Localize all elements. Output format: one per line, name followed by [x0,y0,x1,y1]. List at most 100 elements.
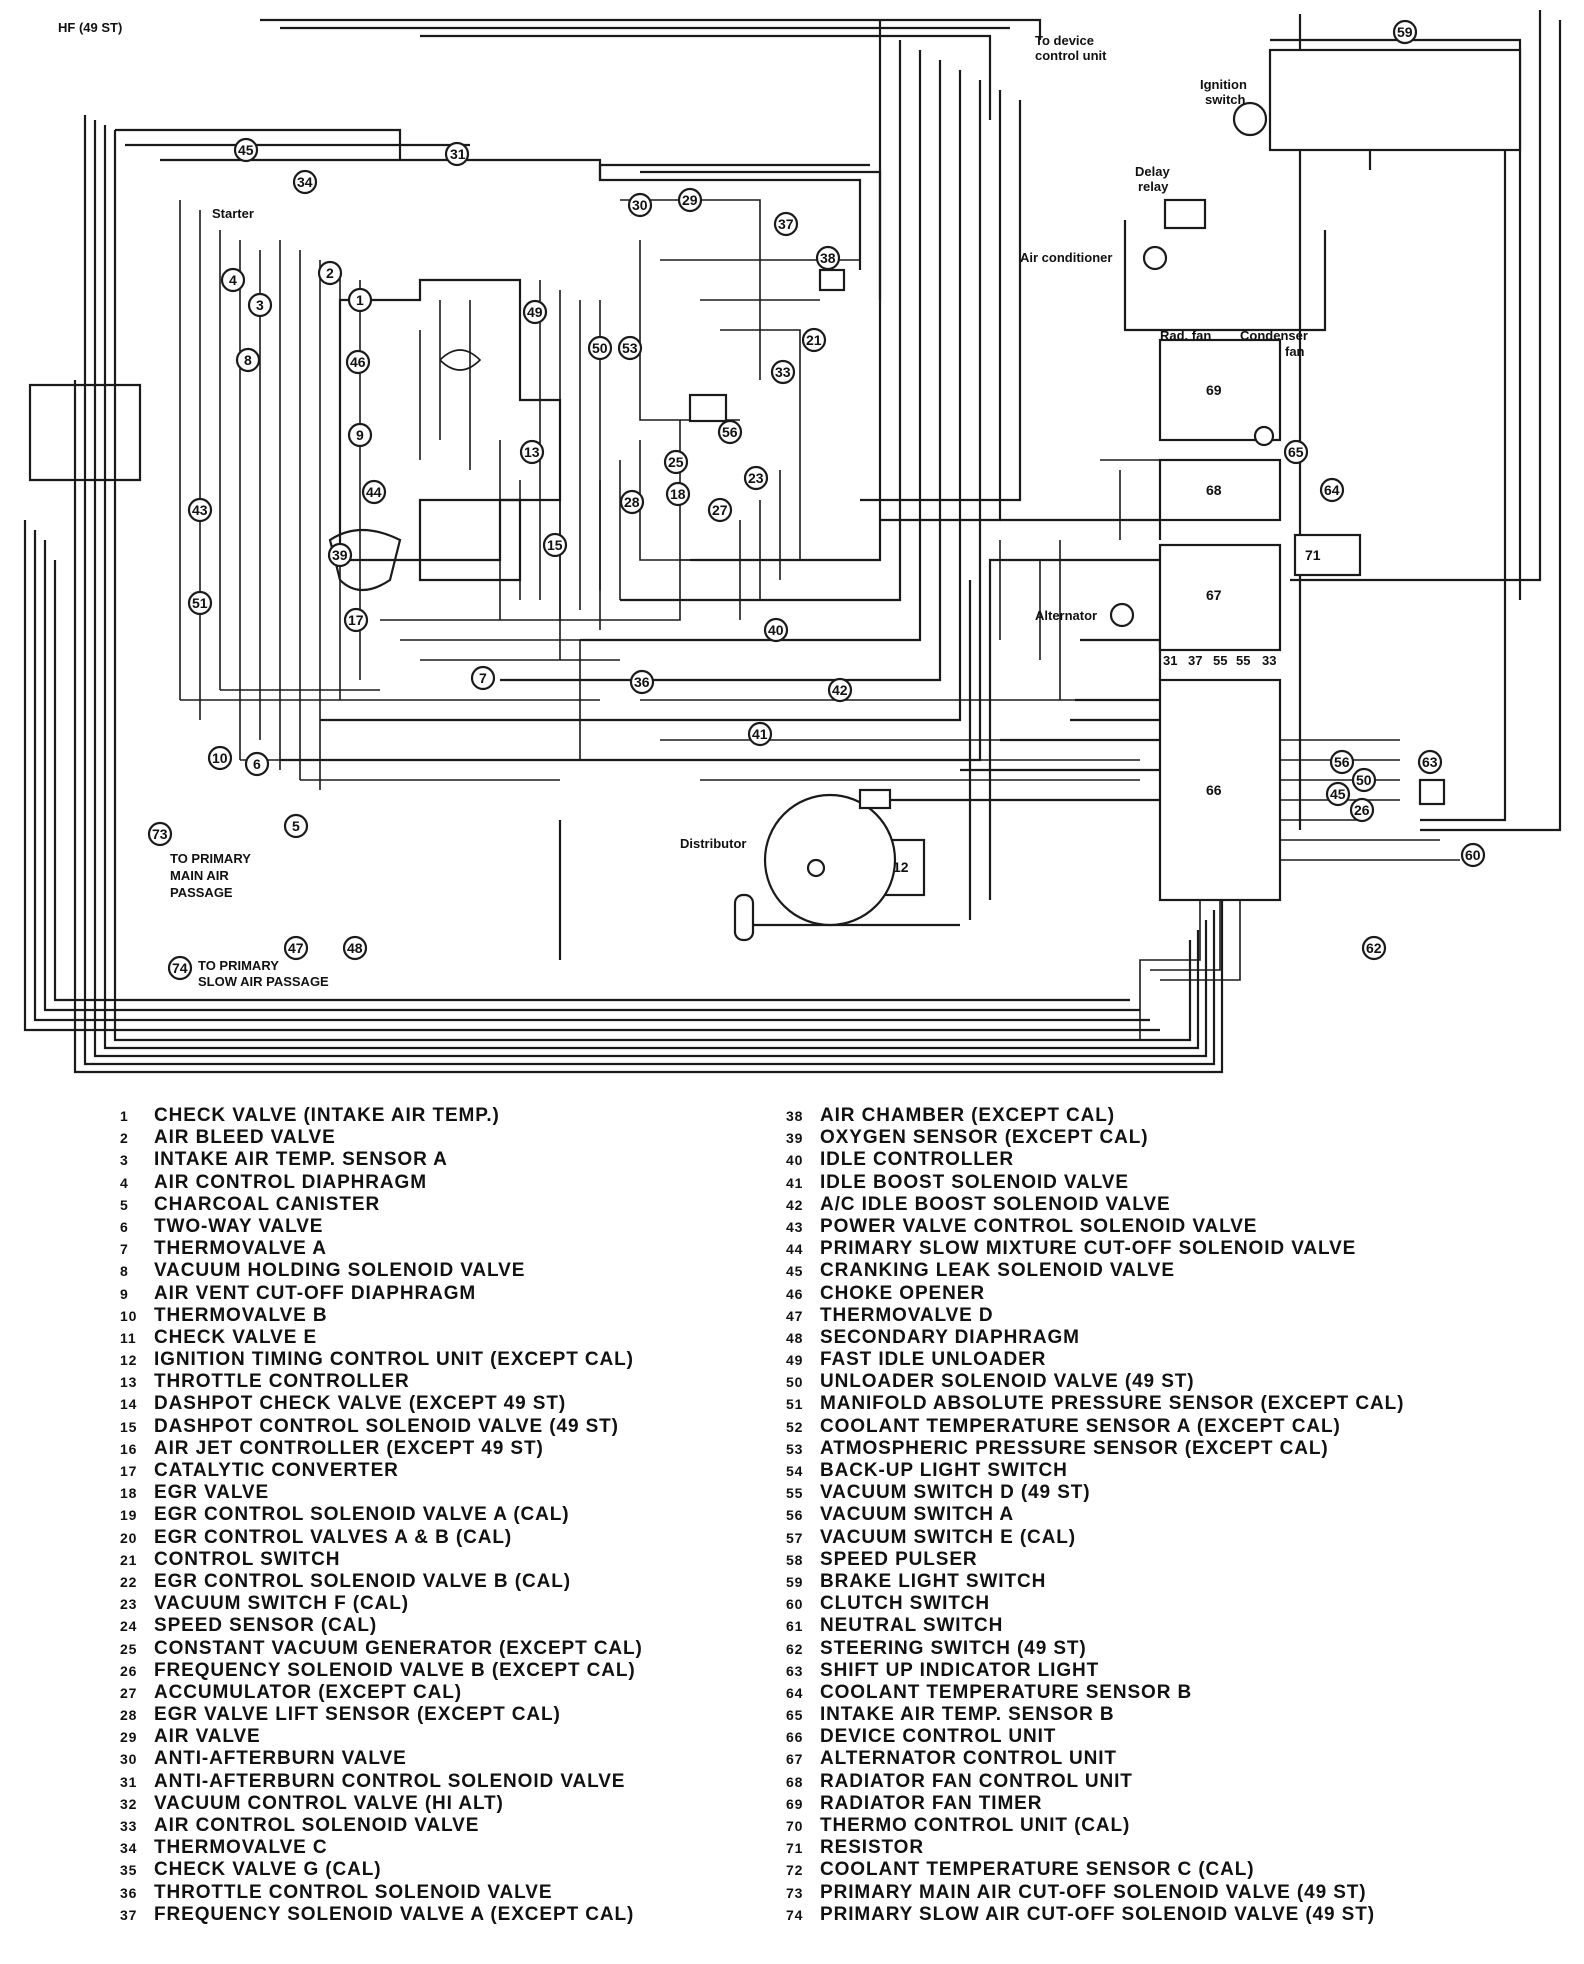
svg-text:44: 44 [366,484,382,500]
label-rad-fan: Rad. fan [1160,328,1211,343]
svg-text:66: 66 [1206,782,1222,798]
svg-text:41: 41 [752,726,768,742]
legend-number: 56 [786,1507,804,1524]
svg-text:64: 64 [1324,482,1340,498]
legend-number: 35 [120,1862,138,1879]
label-main-air-3: PASSAGE [170,885,233,900]
svg-text:31: 31 [450,146,466,162]
legend-text: CHOKE OPENER [820,1282,985,1304]
control-units: 69 68 67 66 71 12 [733,48,1522,942]
svg-text:43: 43 [192,502,208,518]
legend-text: IGNITION TIMING CONTROL UNIT (EXCEPT CAL… [154,1349,634,1371]
legend-text: CONTROL SWITCH [154,1548,341,1570]
legend-text: RADIATOR FAN TIMER [820,1792,1043,1814]
svg-text:56: 56 [1334,754,1350,770]
svg-text:45: 45 [238,142,254,158]
legend-number: 6 [120,1218,129,1235]
legend-text: ACCUMULATOR (EXCEPT CAL) [154,1681,462,1703]
legend-text: EGR VALVE LIFT SENSOR (EXCEPT CAL) [154,1704,561,1726]
legend-number: 9 [120,1285,129,1302]
legend-text: COOLANT TEMPERATURE SENSOR A (EXCEPT CAL… [820,1415,1341,1437]
legend-number: 53 [786,1440,804,1457]
legend-text: EGR VALVE [154,1482,270,1504]
label-slow-air-2: SLOW AIR PASSAGE [198,974,329,989]
legend-text: SECONDARY DIAPHRAGM [820,1326,1080,1348]
svg-text:6: 6 [253,756,261,772]
legend-number: 18 [120,1485,138,1502]
legend-text: IDLE CONTROLLER [820,1149,1014,1171]
legend-number: 50 [786,1374,804,1391]
legend-text: THERMOVALVE B [154,1304,328,1326]
legend-text: CATALYTIC CONVERTER [154,1460,399,1481]
legend-number: 41 [786,1174,804,1191]
legend-number: 43 [786,1218,804,1235]
legend-text: CRANKING LEAK SOLENOID VALVE [820,1260,1175,1282]
legend-number: 13 [120,1374,138,1391]
legend-number: 1 [120,1108,129,1124]
svg-text:27: 27 [712,502,728,518]
svg-text:10: 10 [212,750,228,766]
legend-text: CONSTANT VACUUM GENERATOR (EXCEPT CAL) [154,1637,643,1659]
label-starter: Starter [212,206,254,221]
label-alternator: Alternator [1035,608,1097,623]
label-delay-2: relay [1138,179,1169,194]
legend-number: 20 [120,1529,138,1546]
legend-text: VACUUM SWITCH E (CAL) [820,1526,1077,1548]
svg-text:23: 23 [748,470,764,486]
svg-text:49: 49 [527,304,543,320]
svg-text:28: 28 [624,494,640,510]
legend-number: 66 [786,1729,804,1746]
legend-number: 74 [786,1906,804,1923]
legend-number: 14 [120,1396,138,1413]
legend-text: VACUUM SWITCH D (49 ST) [820,1482,1091,1504]
legend-text: POWER VALVE CONTROL SOLENOID VALVE [820,1215,1258,1237]
legend-number: 30 [120,1751,138,1768]
legend-text: FREQUENCY SOLENOID VALVE B (EXCEPT CAL) [154,1659,636,1681]
legend-text: VACUUM SWITCH F (CAL) [154,1593,409,1615]
svg-text:12: 12 [893,859,909,875]
legend-number: 61 [786,1618,804,1635]
legend-number: 24 [120,1618,138,1635]
label-condenser-2: fan [1285,344,1305,359]
legend-number: 33 [120,1818,138,1834]
legend-number: 55 [786,1485,804,1502]
svg-text:62: 62 [1366,940,1382,956]
svg-text:63: 63 [1422,754,1438,770]
legend-text: AIR CONTROL DIAPHRAGM [154,1171,427,1193]
svg-text:4: 4 [229,272,237,288]
svg-text:50: 50 [592,340,608,356]
legend-text: VACUUM CONTROL VALVE (HI ALT) [154,1792,504,1814]
legend-text: CLUTCH SWITCH [820,1593,991,1615]
legend-number: 73 [786,1884,804,1901]
svg-text:8: 8 [244,352,252,368]
legend-number: 71 [786,1840,804,1857]
svg-text:29: 29 [682,192,698,208]
